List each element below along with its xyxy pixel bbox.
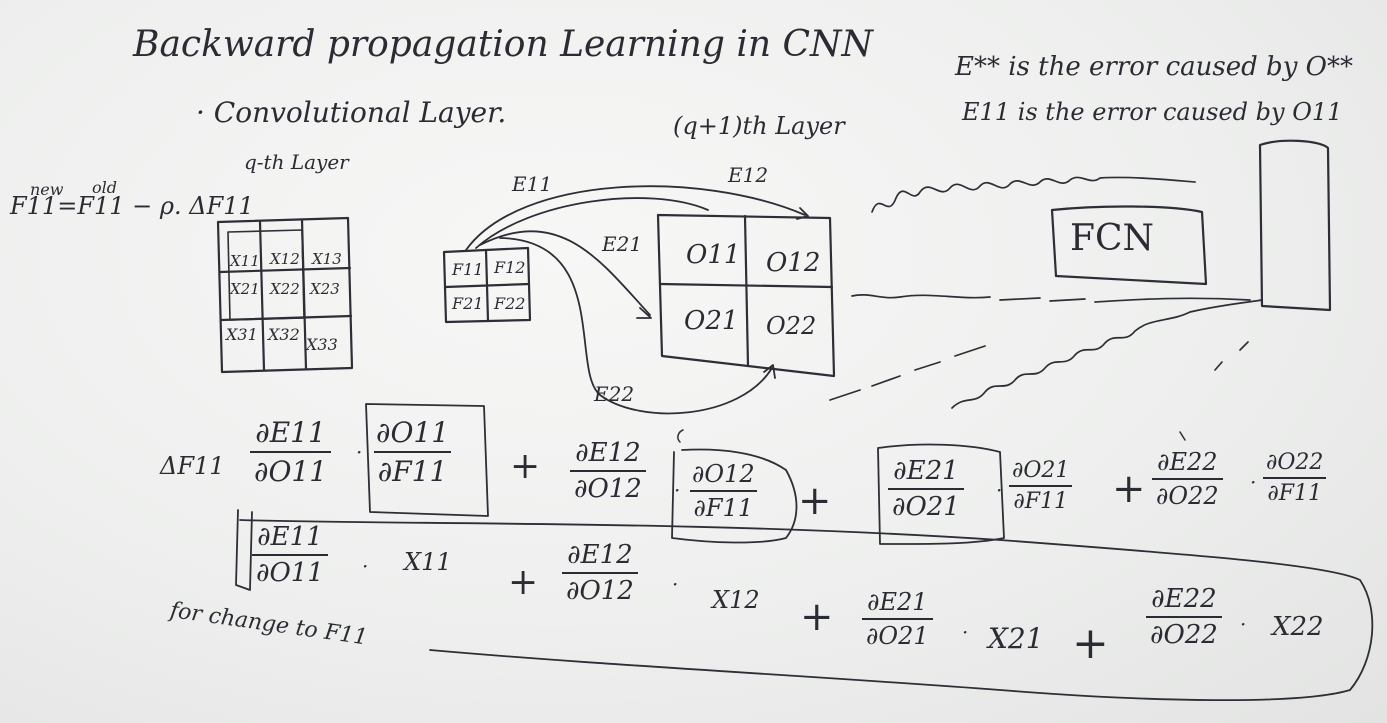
eq1-t3-den: ∂O21 — [888, 488, 964, 522]
output-grid-lines — [656, 213, 836, 378]
eq2-t4-num: ∂E22 — [1151, 584, 1217, 614]
eq2-x3: X21 — [988, 622, 1044, 655]
eq2-x2: X12 — [712, 586, 760, 614]
error-label-e12: E12 — [728, 163, 769, 187]
eq1-t3b-den: ∂F11 — [1009, 485, 1073, 514]
eq1-term2b-frac: ∂O12 ∂F11 — [688, 460, 759, 522]
input-cell-x23: X23 — [310, 280, 340, 298]
eq1-t3b-num: ∂O21 — [1012, 458, 1070, 483]
input-cell-x32: X32 — [268, 325, 300, 344]
eq2-term4-frac: ∂E22 ∂O22 — [1146, 584, 1222, 650]
eq2-dot-3: · — [962, 620, 969, 644]
eq2-x1: X11 — [404, 548, 452, 576]
filter-grid-lines — [442, 246, 532, 324]
eq1-term4-frac: ∂E22 ∂O22 — [1152, 448, 1223, 510]
update-new: new — [30, 180, 64, 199]
eq1-plus-1: + — [510, 446, 541, 487]
eq2-x4: X22 — [1272, 612, 1324, 642]
error-arrows — [465, 185, 809, 415]
eq1-t1b-den: ∂F11 — [373, 451, 452, 488]
output-cell-o22: O22 — [766, 312, 817, 340]
input-cell-x33: X33 — [306, 335, 338, 354]
eq2-dot-2: · — [672, 572, 679, 596]
eq2-plus-1: + — [508, 562, 539, 603]
input-cell-x12: X12 — [270, 250, 300, 268]
eq2-t2-num: ∂E12 — [567, 540, 633, 570]
eq1-term1-frac: ∂E11 ∂O11 — [250, 416, 332, 488]
filter-cell-f22: F22 — [494, 294, 526, 313]
input-cell-x11: X11 — [230, 252, 260, 270]
note-1: E** is the error caused by O** — [955, 52, 1353, 82]
eq1-dot-2: · — [674, 478, 681, 502]
filter-cell-f11: F11 — [452, 260, 484, 279]
update-lhs: F11 — [10, 192, 58, 220]
update-old: old — [92, 178, 117, 197]
error-label-e21: E21 — [602, 232, 643, 256]
eq1-t4-den: ∂O22 — [1152, 478, 1223, 510]
eq1-term1b-frac: ∂O11 ∂F11 — [372, 416, 453, 488]
eq2-t2-den: ∂O12 — [562, 572, 638, 606]
eq1-plus-3: + — [1112, 466, 1146, 512]
update-rule: new old F11=F11 − ρ. ΔF11 — [10, 178, 254, 220]
input-cell-x21: X21 — [230, 280, 260, 298]
eq2-t1-den: ∂O11 — [252, 554, 328, 588]
note-2: E11 is the error caused by O11 — [962, 98, 1343, 126]
eq1-t4b-den: ∂F11 — [1263, 477, 1327, 506]
filter-cell-f12: F12 — [494, 258, 526, 277]
update-rhs: =F11 − ρ. ΔF11 — [57, 192, 254, 220]
eq1-t3-num: ∂E21 — [893, 456, 959, 486]
fcn-label: FCN — [1070, 218, 1155, 259]
eq2-t4-den: ∂O22 — [1146, 616, 1222, 650]
eq1-t1b-num: ∂O11 — [376, 416, 450, 449]
eq1-t2b-num: ∂O12 — [692, 460, 755, 488]
eq2-t3-den: ∂O21 — [862, 618, 933, 650]
eq2-t3-num: ∂E21 — [867, 588, 928, 616]
eq1-t1-den: ∂O11 — [250, 451, 332, 488]
input-grid-lines — [216, 216, 354, 374]
eq2-t1-num: ∂E11 — [257, 522, 323, 552]
eq1-term3b-frac: ∂O21 ∂F11 — [1008, 458, 1073, 514]
title: Backward propagation Learning in CNN — [133, 24, 874, 65]
eq1-t2-num: ∂E12 — [575, 438, 641, 468]
error-label-e11: E11 — [512, 172, 553, 196]
eq1-t4-num: ∂E22 — [1157, 448, 1218, 476]
eq1-t1-num: ∂E11 — [255, 416, 326, 449]
eq2-plus-3: + — [1072, 618, 1109, 669]
input-cell-x13: X13 — [312, 250, 342, 268]
fcn-box-lines — [1050, 139, 1332, 312]
eq1-dot-1: · — [356, 440, 363, 464]
squiggle-lines — [829, 176, 1263, 409]
eq1-t4b-num: ∂O22 — [1266, 450, 1324, 475]
eq2-term3-frac: ∂E21 ∂O21 — [862, 588, 933, 650]
output-cell-o12: O12 — [766, 248, 821, 278]
eq2-term1-frac: ∂E11 ∂O11 — [252, 522, 328, 588]
error-label-e22: E22 — [594, 382, 635, 406]
eq1-term3-frac: ∂E21 ∂O21 — [888, 456, 964, 522]
delta-f11: ΔF11 — [160, 452, 225, 480]
eq1-t2b-den: ∂F11 — [689, 490, 758, 522]
input-cell-x31: X31 — [226, 325, 258, 344]
eq1-term2-frac: ∂E12 ∂O12 — [570, 438, 646, 504]
q-layer-label: q-th Layer — [244, 150, 349, 174]
eq1-dot-3: · — [996, 478, 1003, 502]
eq2-dot-1: · — [362, 554, 369, 578]
q1-layer-label: (q+1)th Layer — [673, 112, 845, 140]
eq1-plus-2: + — [798, 478, 832, 524]
equation-boxes — [235, 403, 1374, 702]
output-cell-o11: O11 — [686, 240, 741, 270]
filter-cell-f21: F21 — [452, 294, 484, 313]
input-cell-x22: X22 — [270, 280, 300, 298]
eq2-term2-frac: ∂E12 ∂O12 — [562, 540, 638, 606]
subtitle: · Convolutional Layer. — [196, 96, 507, 129]
eq1-term4b-frac: ∂O22 ∂F11 — [1262, 450, 1327, 506]
output-cell-o21: O21 — [684, 306, 739, 336]
eq1-t2-den: ∂O12 — [570, 470, 646, 504]
eq2-dot-4: · — [1240, 612, 1247, 636]
eq1-dot-4: · — [1250, 470, 1257, 494]
eq2-plus-2: + — [800, 594, 834, 640]
